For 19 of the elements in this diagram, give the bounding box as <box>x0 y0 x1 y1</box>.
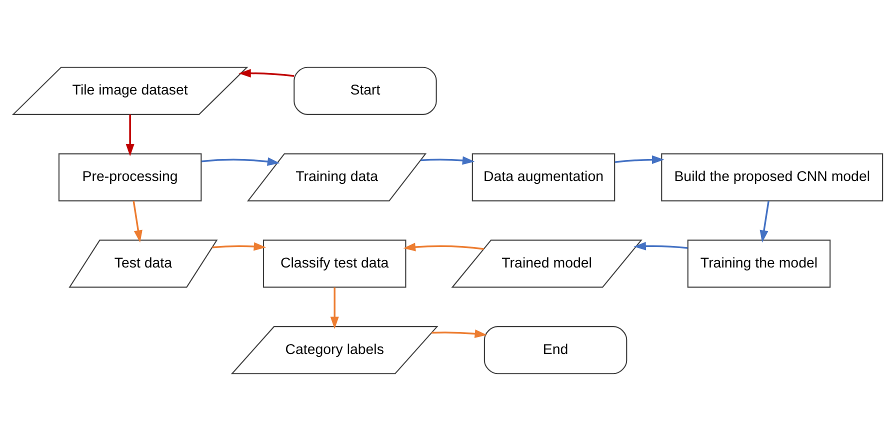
arrow <box>201 157 280 166</box>
node-box: Data augmentation <box>472 153 616 202</box>
arrow <box>238 68 294 78</box>
arrow <box>126 114 134 156</box>
arrow <box>403 242 484 252</box>
node-box: Start <box>294 66 437 115</box>
node-box: Training the model <box>687 240 831 288</box>
arrow <box>132 200 142 243</box>
arrow <box>634 242 688 250</box>
node-box: Build the proposed CNN model <box>661 153 884 202</box>
arrow <box>432 329 488 338</box>
arrow <box>614 155 664 164</box>
arrow <box>330 287 339 330</box>
arrow <box>760 200 770 243</box>
node-box: End <box>484 326 628 374</box>
arrow <box>212 242 266 251</box>
node-box: Classify test data <box>262 240 406 288</box>
node-box: Pre-processing <box>58 153 202 202</box>
arrow <box>420 156 475 165</box>
